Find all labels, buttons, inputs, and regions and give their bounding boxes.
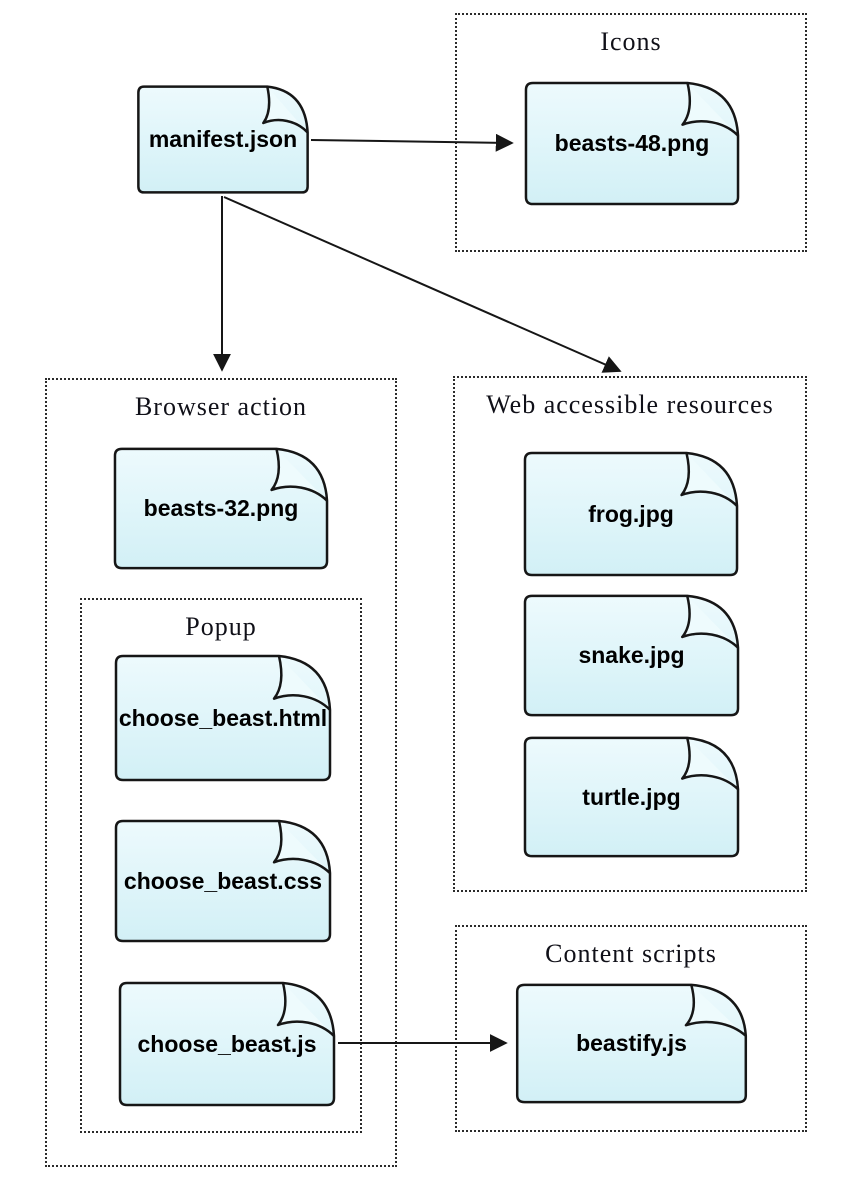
page-icon [523,80,741,207]
file-beastify-js-label: beastify.js [576,1030,687,1056]
page-icon [522,593,741,718]
group-web-accessible-resources-title: Web accessible resources [486,390,774,419]
file-choose-beast-html: choose_beast.html [113,653,333,783]
file-choose-beast-js-label: choose_beast.js [137,1030,317,1057]
file-manifest-json: manifest.json [136,84,310,195]
file-snake-jpg-label: snake.jpg [578,642,685,668]
group-icons: Icons [455,13,807,252]
page-icon [112,446,330,571]
page-icon [113,653,333,783]
file-beasts-32-png: beasts-32.png [112,446,330,571]
page-icon [522,735,741,859]
group-content-scripts-title: Content scripts [545,939,717,968]
page-icon [117,980,337,1108]
group-popup-title: Popup [185,612,257,641]
file-choose-beast-css: choose_beast.css [113,818,333,944]
page-icon [113,818,333,944]
group-content-scripts: Content scripts [455,925,807,1132]
group-popup: Popup [80,598,362,1133]
file-choose-beast-js: choose_beast.js [117,980,337,1108]
group-web-accessible-resources: Web accessible resources [453,376,807,892]
file-snake-jpg: snake.jpg [522,593,741,718]
file-frog-jpg-label: frog.jpg [588,500,674,527]
group-browser-action: Browser action [45,378,397,1167]
file-choose-beast-html-label: choose_beast.html [118,704,328,731]
file-manifest-json-label: manifest.json [148,126,298,152]
file-frog-jpg: frog.jpg [522,450,740,578]
file-beastify-js: beastify.js [514,982,749,1105]
page-icon [136,84,310,195]
group-browser-action-title: Browser action [134,392,308,421]
file-turtle-jpg: turtle.jpg [522,735,741,859]
file-choose-beast-css-label: choose_beast.css [123,867,323,894]
group-icons-title: Icons [600,27,662,56]
page-icon [514,982,749,1105]
file-beasts-48-png: beasts-48.png [523,80,741,207]
file-beasts-48-png-label: beasts-48.png [554,130,710,156]
page-icon [522,450,740,578]
file-beasts-32-png-label: beasts-32.png [143,495,299,521]
file-turtle-jpg-label: turtle.jpg [582,783,681,810]
